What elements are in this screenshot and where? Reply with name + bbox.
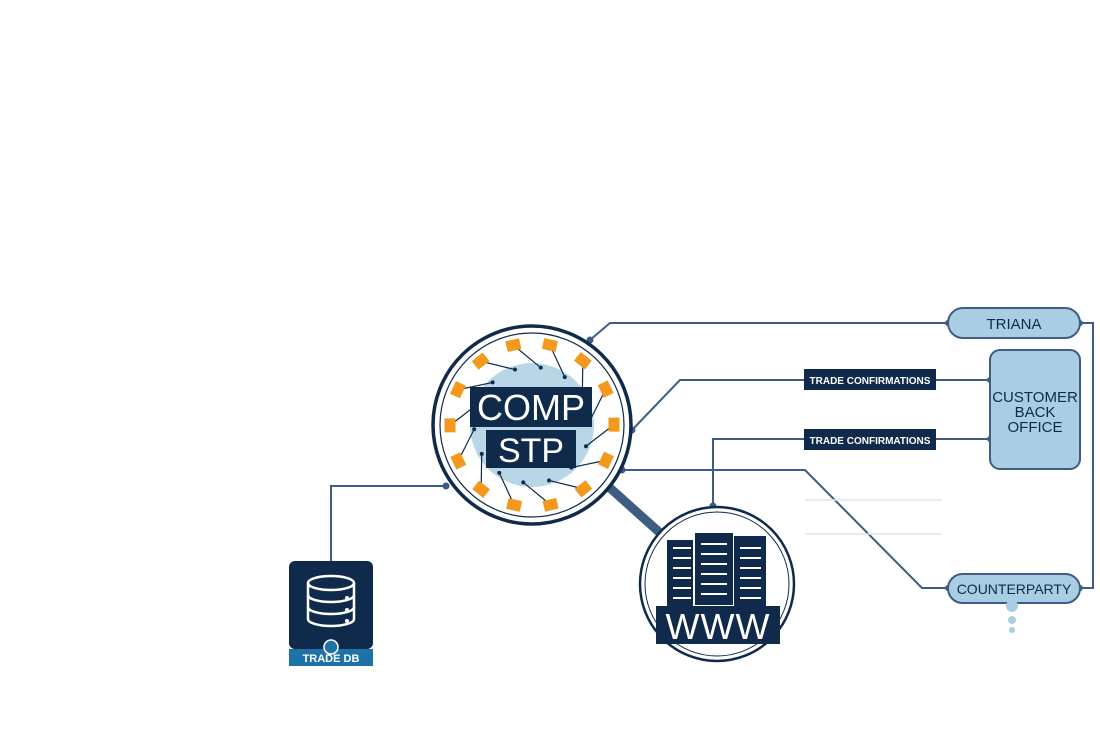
hub-module [471,352,490,370]
trade-confirmations-1: TRADE CONFIRMATIONS [804,369,936,390]
hub-module [472,480,491,498]
hub-module [542,497,559,512]
magnifier-handle [605,483,673,545]
hub-spoke-node [512,367,517,372]
hub-module [505,338,522,353]
hub-label-comp: COMP [477,387,585,428]
hub-module [573,352,592,370]
customer-back-office-label-2: BACK [1015,404,1056,421]
triana-node: TRIANA [947,307,1081,339]
hub-module [449,381,466,399]
hub-module [450,452,467,470]
server-rack-lines [673,543,761,599]
hub-module [444,418,456,433]
customer-back-office-label-1: CUSTOMER [992,389,1078,406]
triana-label: TRIANA [986,316,1041,333]
connector-triana-counterparty [1080,322,1094,589]
trade-confirmations-label-1: TRADE CONFIRMATIONS [810,376,931,387]
stp-label-bg [486,430,576,468]
connector-hub-tradedb [330,485,446,562]
database-icon [306,574,356,628]
comp-label-bg [470,387,592,427]
www-label: WWW [666,606,771,647]
hub-module [597,380,614,398]
trade-confirmations-2: TRADE CONFIRMATIONS [804,429,936,450]
hub-module [608,417,620,432]
hub-spoke-node [521,480,526,485]
connector-hub-counterparty [622,469,948,589]
trade-db-tab [289,649,373,666]
hub-module [598,451,615,469]
hub-spoke-node [479,451,484,456]
hub-module [541,338,558,352]
www-label-bg [656,606,780,644]
trade-confirmations-label-2: TRADE CONFIRMATIONS [810,436,931,447]
counterparty-node: COUNTERPARTY [947,573,1081,633]
hub-spoke-node [547,478,552,483]
customer-back-office-label-3: OFFICE [1008,419,1063,436]
comp-stp-hub: COMP STP [431,324,633,526]
hub-spoke-node [538,365,543,370]
www-node: WWW [638,505,796,663]
hub-label-stp: STP [498,432,564,470]
hub-spoke-node [497,470,502,475]
connector-hub-triana [589,322,948,341]
hub-module [574,480,593,498]
hub-spoke-node [583,444,588,449]
trade-db-label: TRADE DB [303,653,360,665]
trade-db-connector-icon [323,639,339,655]
hub-spoke-node [490,380,495,385]
counterparty-more-dots [1006,600,1018,633]
trade-db-node: TRADE DB [289,561,373,666]
database-indicator-dots [345,596,349,623]
hub-spoke-node [562,375,567,380]
hub-module [506,498,523,512]
connectors [330,322,1094,589]
counterparty-label: COUNTERPARTY [957,581,1072,597]
customer-back-office-node: CUSTOMER BACK OFFICE [989,349,1081,470]
hub-spoke-node [472,427,477,432]
